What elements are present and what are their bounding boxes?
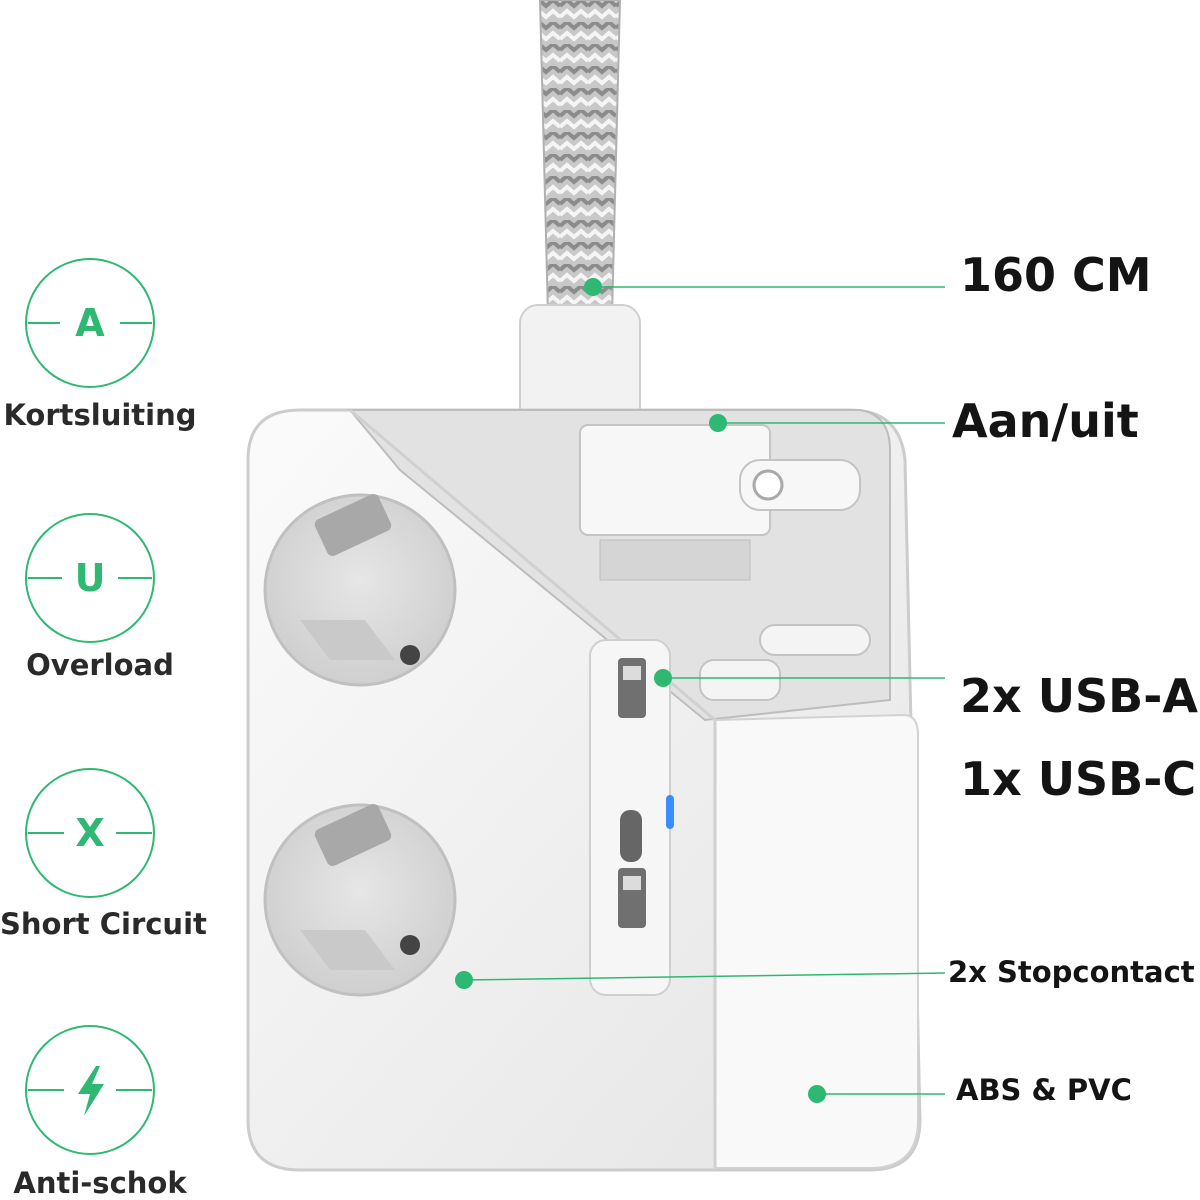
letter-a-icon: A — [75, 301, 105, 345]
power-strip-housing — [246, 408, 922, 1172]
feature-caption-short-circuit: Short Circuit — [0, 907, 207, 941]
front-panel — [714, 713, 919, 1169]
callout-line-sockets — [455, 971, 946, 989]
lightning-bolt-icon — [78, 1066, 104, 1116]
braided-cable — [519, 0, 641, 476]
socket-upper — [263, 493, 457, 687]
callout-usb-c: 1x USB-C — [960, 752, 1197, 806]
usb-c-port — [620, 810, 642, 862]
feature-badge-a: A — [25, 258, 155, 388]
socket-pin-hole — [400, 645, 420, 665]
callout-line-usb — [654, 669, 945, 687]
callout-usb-a: 2x USB-A — [960, 669, 1198, 723]
feature-caption-anti-schok: Anti-schok — [13, 1166, 187, 1200]
feature-badge-x: X — [25, 768, 155, 898]
status-led — [666, 795, 674, 829]
callout-line-cable — [584, 278, 945, 296]
feature-badge-bolt — [25, 1025, 155, 1155]
letter-u-icon: U — [75, 556, 106, 600]
callout-line-switch — [709, 414, 945, 432]
feature-caption-overload: Overload — [26, 648, 174, 682]
letter-x-icon: X — [75, 811, 104, 855]
callout-sockets: 2x Stopcontact — [948, 955, 1195, 989]
callout-material: ABS & PVC — [956, 1073, 1132, 1107]
feature-caption-kortsluiting: Kortsluiting — [3, 398, 197, 432]
usb-port-panel — [589, 639, 674, 996]
socket-lower — [263, 803, 457, 997]
callout-line-material — [808, 1085, 945, 1103]
callout-cable-length: 160 CM — [960, 248, 1152, 302]
feature-badge-u: U — [25, 513, 155, 643]
callout-switch: Aan/uit — [952, 394, 1139, 448]
socket-pin-hole — [400, 935, 420, 955]
